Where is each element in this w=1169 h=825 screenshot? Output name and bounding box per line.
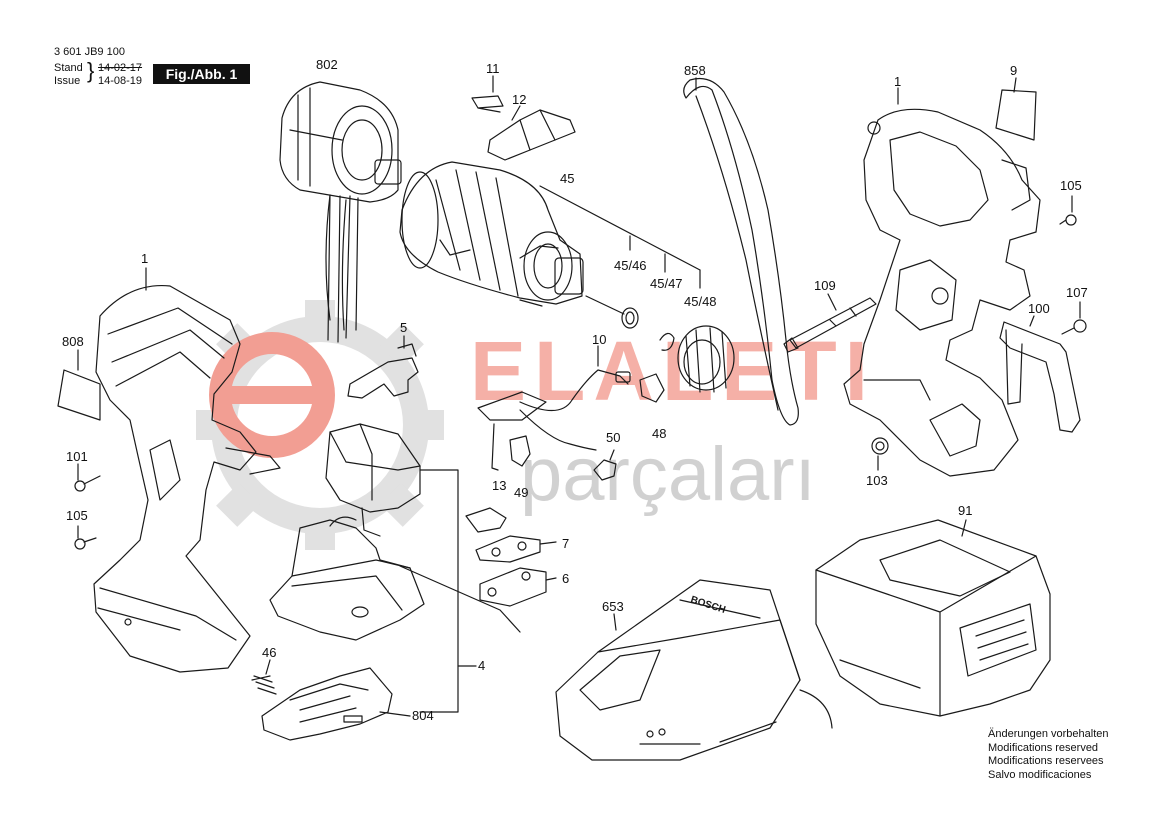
label-109: 109 [814,278,836,293]
part-49 [509,435,531,467]
charger-brand-text: BOSCH [689,594,727,616]
screw-105-left [74,537,97,550]
ring-45-46 [621,307,639,329]
pad-7 [475,535,541,563]
housing-left-1 [93,284,281,673]
header-brace: } [87,58,95,83]
label-45-46: 45/46 [614,258,647,273]
watermark-e-icon [209,332,335,458]
label-804: 804 [412,708,434,723]
pad-6 [479,567,547,607]
issue-label: Issue [54,75,81,87]
label-9: 9 [1010,63,1017,78]
label-858: 858 [684,63,706,78]
label-46: 46 [262,645,276,660]
battery-91 [815,519,1051,717]
note-de: Änderungen vorbehalten [988,728,1109,740]
housing-right-1 [843,108,1041,477]
spring-46 [251,675,277,695]
motor-802 [279,81,402,343]
label-45: 45 [560,171,574,186]
label-45-48: 45/48 [684,294,717,309]
label-6: 6 [562,571,569,586]
label-7: 7 [562,536,569,551]
label-1-left: 1 [141,251,148,266]
label-808 [57,369,101,421]
label-4: 4 [478,658,485,673]
screw-107 [1061,319,1087,335]
clip-11 [471,95,504,113]
modification-notes: Änderungen vorbehalten Modifications res… [988,728,1108,782]
note-es: Salvo modificaciones [988,768,1092,781]
label-10: 10 [592,332,606,347]
label-45-47: 45/47 [650,276,683,291]
label-808: 808 [62,334,84,349]
stand-label: Stand [54,62,83,74]
label-103: 103 [866,473,888,488]
gear-housing-45 [399,161,584,307]
label-49: 49 [514,485,528,500]
nut-103 [871,437,889,455]
label-11: 11 [486,61,500,76]
issue-date: 14-08-19 [98,75,143,87]
belt-clip-100 [999,321,1081,433]
switch-4 [325,423,421,537]
cover-12 [487,109,576,161]
note-fr: Modifications reservees [988,755,1104,767]
label-105-left: 105 [66,508,88,523]
ring-45-47 [659,332,675,351]
label-50: 50 [606,430,620,445]
label-1-top: 1 [894,74,901,89]
electronics-base [269,516,425,641]
part-labels: 802 11 12 858 1 9 45 105 1 45/46 45/47 4… [62,57,1088,723]
part-48 [639,373,665,403]
watermark-line1: ELALETI [470,324,876,418]
bit-109 [783,297,877,353]
screw-101 [74,475,101,492]
cable-10 [477,369,631,471]
label-9 [995,89,1037,141]
plate-804 [261,667,393,741]
stand-date: 14-02-17 [98,62,143,74]
label-105-right: 105 [1060,178,1082,193]
screw-105-right [1059,214,1077,226]
label-48: 48 [652,426,666,441]
watermark-line2: parçaları [520,432,816,517]
figure-label: Fig./Abb. 1 [153,64,250,84]
part-50 [593,459,617,481]
note-en: Modifications reserved [988,741,1099,754]
ring-gear-45-48 [677,325,735,393]
charger-653 [555,579,833,761]
label-802: 802 [316,57,338,72]
label-12: 12 [512,92,526,107]
label-101: 101 [66,449,88,464]
label-653: 653 [602,599,624,614]
doc-number: 3 601 JB9 100 [54,46,125,58]
label-91: 91 [958,503,972,518]
label-13: 13 [492,478,506,493]
label-107: 107 [1066,285,1088,300]
label-100: 100 [1028,301,1050,316]
label-5: 5 [400,320,407,335]
strap-858 [683,77,799,426]
pad-13 [465,507,507,533]
slider-5 [347,343,419,399]
watermark-logo [196,300,444,550]
